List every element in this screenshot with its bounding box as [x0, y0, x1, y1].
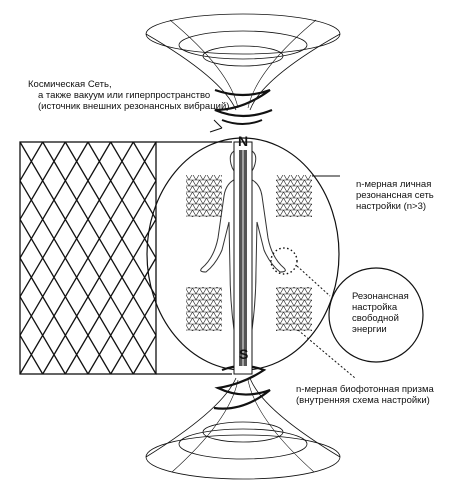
- human-figure: [200, 149, 286, 363]
- top-vortex: [145, 13, 341, 125]
- bottom-vortex: [145, 364, 341, 480]
- cosmic-lattice: [19, 141, 157, 375]
- label-cosmic-net-line1: Космическая Сеть,: [28, 79, 112, 90]
- prism-column: [233, 141, 253, 375]
- label-cosmic-net-line2: а также вакуум или гиперпространство: [38, 90, 211, 101]
- label-prism-line2: (внутренняя схема настройки): [296, 395, 430, 406]
- lattice-patch-lower-right: [276, 287, 312, 331]
- label-resonance-line2: настройка: [352, 302, 398, 313]
- resonance-dotted-circle: [270, 247, 298, 275]
- lattice-patch-upper-right: [276, 175, 312, 217]
- pointer-lines: [209, 119, 356, 379]
- label-personal-net-line1: n-мерная личная: [356, 179, 432, 190]
- label-resonance-line4: энергии: [352, 324, 387, 335]
- label-resonance-line1: Резонансная: [352, 291, 409, 302]
- lattice-patch-upper-left: [186, 175, 222, 217]
- pole-north-label: N: [238, 133, 249, 149]
- label-personal-net-line2: резонансная сеть: [356, 190, 434, 201]
- label-personal-net-line3: настройки (n>3): [356, 201, 427, 212]
- pole-south-label: S: [239, 346, 249, 362]
- resonance-label-circle: [328, 267, 424, 363]
- label-prism-line1: n-мерная биофотонная призма: [296, 384, 434, 395]
- lattice-patch-lower-left: [186, 287, 222, 331]
- label-cosmic-net-line3: (источник внешних резонансных вибраций): [38, 101, 230, 112]
- label-resonance-line3: свободной: [352, 313, 399, 324]
